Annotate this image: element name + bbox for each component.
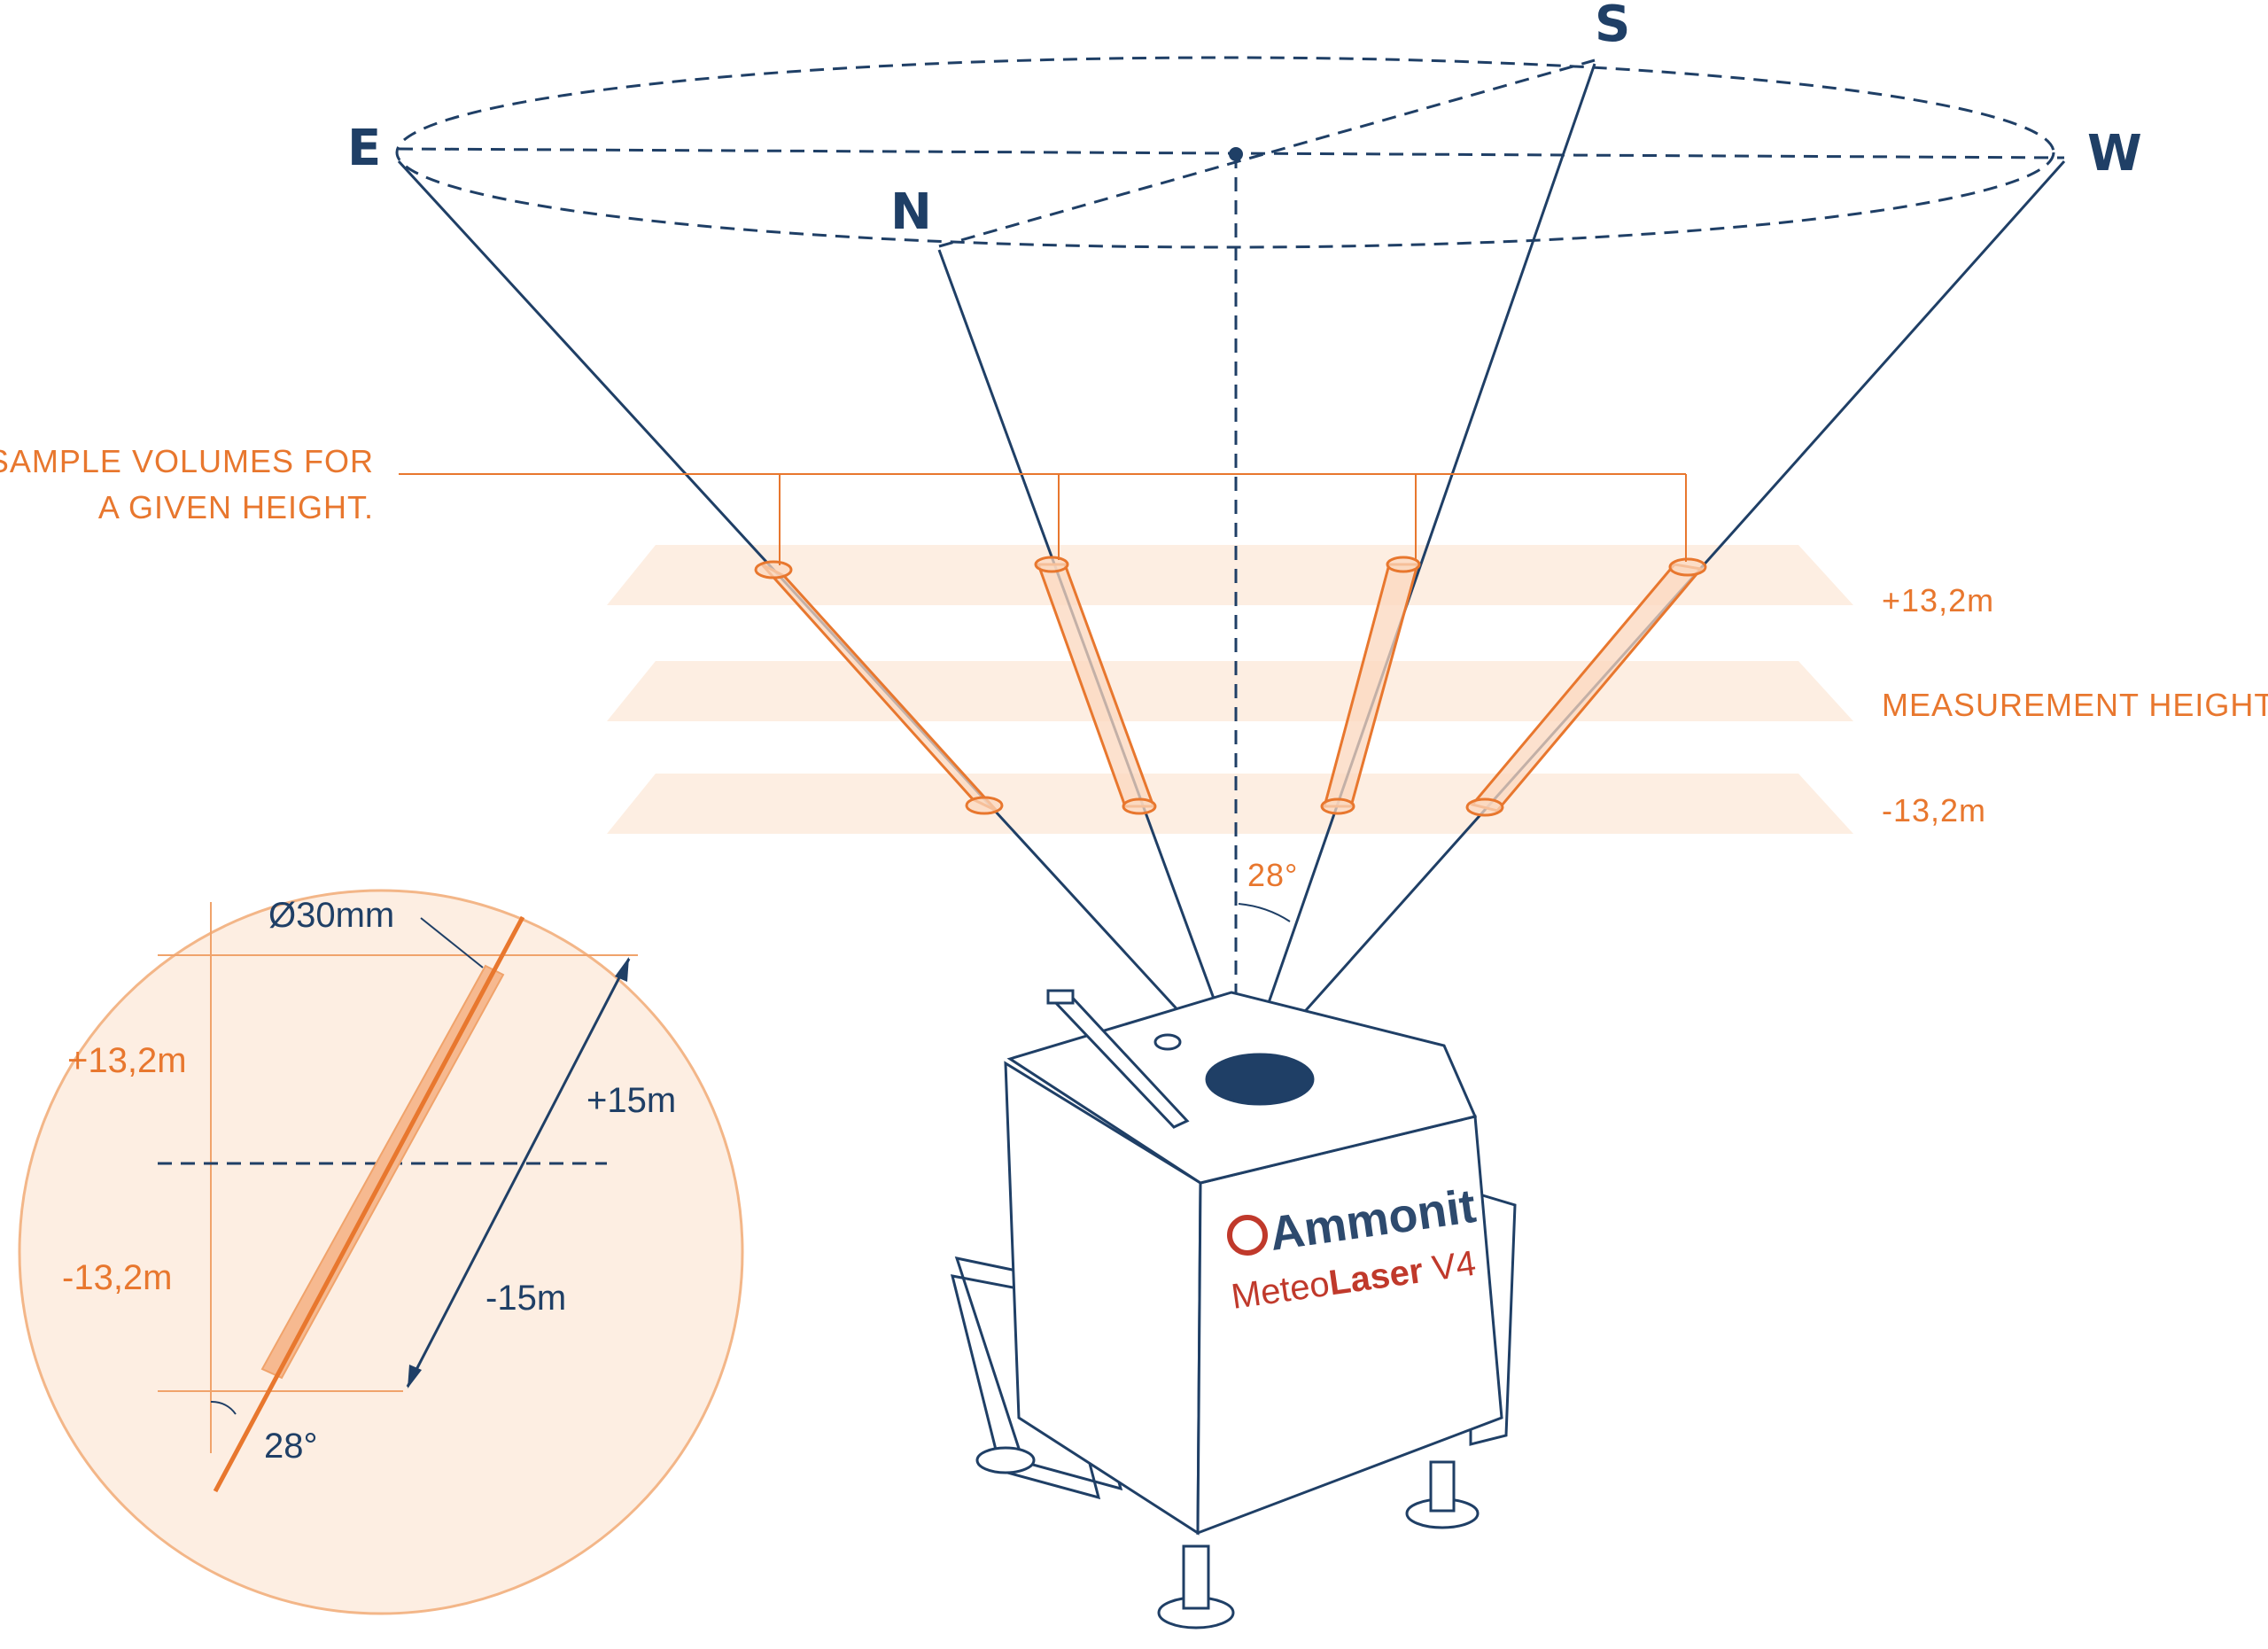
plane-upper [607,545,1853,605]
range-arrow-down [408,1365,422,1388]
model-suffix: V4 [1420,1244,1479,1290]
detail-angle-label: 28° [264,1427,318,1466]
laser-aperture [1205,1053,1315,1106]
detail-beam [213,915,525,1493]
diameter-label: Ø30mm [268,896,394,935]
range-dimension-line [406,958,631,1388]
handle-clamp [1046,989,1075,1005]
height-planes [607,545,1853,834]
label-west: W [2087,125,2142,183]
diameter-leader [420,917,484,968]
tube-south [1320,556,1421,815]
sample-volumes-label-2: A GIVEN HEIGHT. [98,489,374,525]
lower-offset-label: -13,2m [1882,792,1986,828]
cone-angle-arc [1238,903,1291,922]
device-front-face [1196,1115,1503,1536]
tube-west [1465,557,1707,817]
measurement-height-label: MEASUREMENT HEIGHT [1882,687,2268,723]
label-east: E [347,120,381,177]
plane-lower [607,774,1853,834]
sample-volume-callout [399,473,1687,565]
sample-volumes [754,556,1707,817]
range-arrow-up [615,957,629,982]
label-north: N [890,183,932,241]
meteolaser-device [950,989,1517,1630]
label-south: S [1595,0,1630,53]
top-button [1153,1033,1182,1051]
detail-minus-height: -13,2m [62,1258,173,1297]
detail-minus-range: -15m [485,1279,566,1318]
tube-east [754,560,1004,815]
scan-circle [395,56,2065,1059]
sample-volumes-label-1: SAMPLE VOLUMES FOR [0,443,374,479]
upper-offset-label: +13,2m [1882,582,1994,618]
north-south-axis [938,58,1596,248]
tube-north [1034,556,1157,815]
detail-plus-height: +13,2m [67,1041,187,1080]
detail-magnifier: Ø30mm +13,2m -13,2m +15m -15m 28° [18,889,744,1615]
detail-angle-arc [210,1400,237,1415]
beam-south [1247,63,1596,1060]
detail-plus-range: +15m [586,1081,676,1120]
cone-angle-label: 28° [1247,857,1298,893]
scan-ellipse [395,56,2055,249]
ammonit-logo-icon [1227,1215,1268,1256]
plane-measurement [607,661,1853,721]
